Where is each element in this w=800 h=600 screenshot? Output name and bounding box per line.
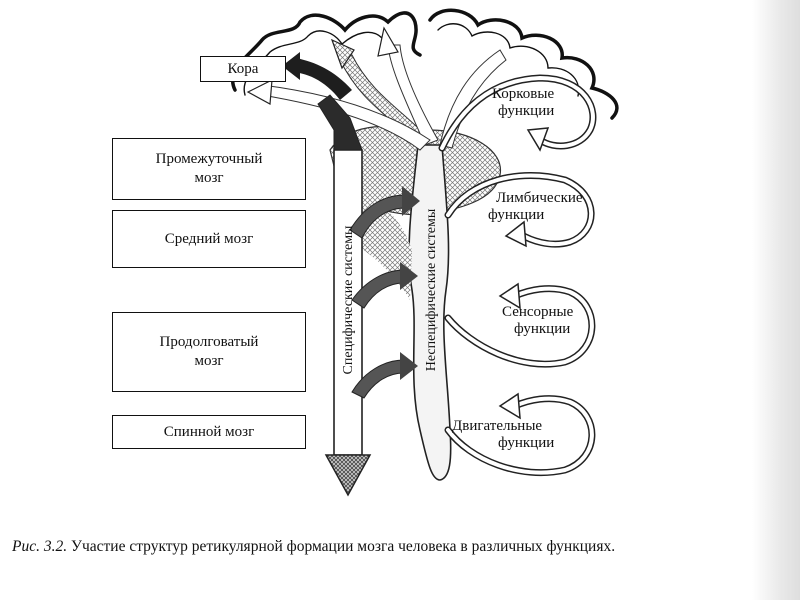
medulla-box: Продолговатый мозг bbox=[112, 312, 306, 392]
motor-functions: Двигательные функции bbox=[452, 418, 555, 451]
loop-sensory-inner bbox=[446, 286, 594, 367]
cortex-outline bbox=[231, 8, 619, 120]
spinal-label: Спинной мозг bbox=[163, 423, 255, 440]
specific-systems-label: Специфические системы bbox=[341, 225, 356, 375]
midbrain-label: Средний мозг bbox=[164, 230, 254, 247]
side-shade bbox=[752, 0, 800, 600]
collateral-head-1 bbox=[402, 186, 420, 216]
medulla-label-1: Продолговатый bbox=[159, 334, 259, 350]
specific-arrow-to-kora bbox=[290, 58, 352, 100]
midbrain-box: Средний мозг bbox=[112, 210, 306, 268]
nonspecific-column bbox=[408, 144, 452, 481]
loop-limbic-inner bbox=[446, 173, 594, 247]
diencephalon-box: Промежуточный мозг bbox=[112, 138, 306, 200]
branch-up bbox=[387, 44, 439, 146]
limbic-functions: Лимбические функции bbox=[488, 190, 583, 223]
arrowhead-cortex-1 bbox=[330, 38, 355, 70]
cortical-functions: Корковые функции bbox=[492, 86, 555, 119]
kora-label: Кора bbox=[227, 60, 259, 77]
medulla-label-2: мозг bbox=[194, 353, 224, 369]
collateral-head-2 bbox=[400, 262, 418, 290]
specific-arrowhead-down bbox=[324, 454, 372, 497]
arrowhead-cortex-2 bbox=[377, 26, 399, 57]
kora-arrowhead bbox=[282, 52, 300, 80]
loop-limbic-head bbox=[504, 220, 527, 248]
loop-cortical-inner bbox=[440, 75, 595, 150]
spinal-box: Спинной мозг bbox=[112, 415, 306, 449]
figure-caption-text: Участие структур ретикулярной формации м… bbox=[70, 538, 616, 555]
arrowhead-cortex-3 bbox=[246, 78, 273, 105]
reticular-diagram bbox=[231, 8, 619, 497]
loop-motor-head bbox=[498, 392, 521, 420]
diencephalon-label-2: мозг bbox=[194, 170, 224, 186]
loop-sensory-head bbox=[498, 282, 521, 310]
diencephalon-label-1: Промежуточный bbox=[155, 151, 263, 167]
sensory-functions: Сенсорные функции bbox=[502, 304, 574, 337]
figure-number: Рис. 3.2. bbox=[12, 538, 68, 555]
loop-motor-inner bbox=[446, 396, 594, 475]
kora-box: Кора bbox=[200, 56, 286, 82]
specific-bar-top bbox=[317, 94, 363, 151]
collateral-head-3 bbox=[400, 352, 418, 380]
nonspecific-systems-label: Неспецифические системы bbox=[424, 208, 439, 372]
loop-cortical-head bbox=[526, 127, 550, 152]
figure-caption: Рис. 3.2. Участие структур ретикулярной … bbox=[12, 536, 742, 558]
